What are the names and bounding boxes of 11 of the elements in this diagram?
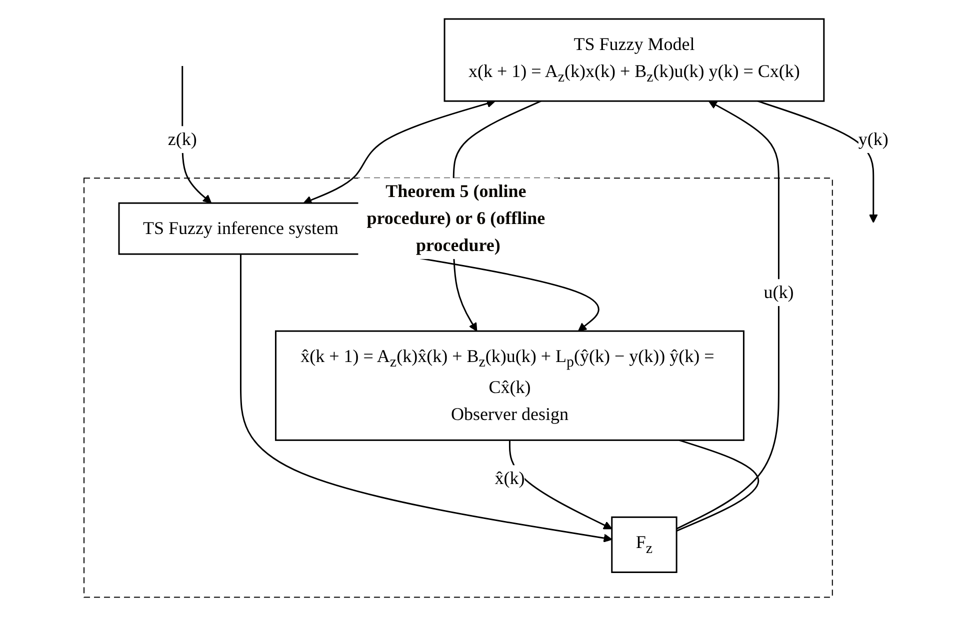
arrow xyxy=(304,100,496,205)
edge-label: x̂(k) xyxy=(495,468,526,489)
node-box: TS Fuzzy Model x(k + 1) = A$_{z}$(k)x(k) + B$_{z}$(k)u(k) y(k) = Cx(k) xyxy=(444,18,825,102)
node-box: F$_{z}$ xyxy=(611,516,678,574)
arrow xyxy=(676,101,780,530)
edge-label: y(k) xyxy=(858,129,889,150)
node-box: x̂(k + 1) = A$_{z}$(k)x̂(k) + B$_{z}$(k)u(k) + L$_{p}$(ŷ(k) − y(k)) ŷ(k) = Cx̂(k) Observer design xyxy=(275,330,745,442)
edge-label: z(k) xyxy=(168,129,198,150)
connector xyxy=(676,440,760,532)
edge-label: u(k) xyxy=(764,282,794,302)
arrow xyxy=(758,100,878,224)
